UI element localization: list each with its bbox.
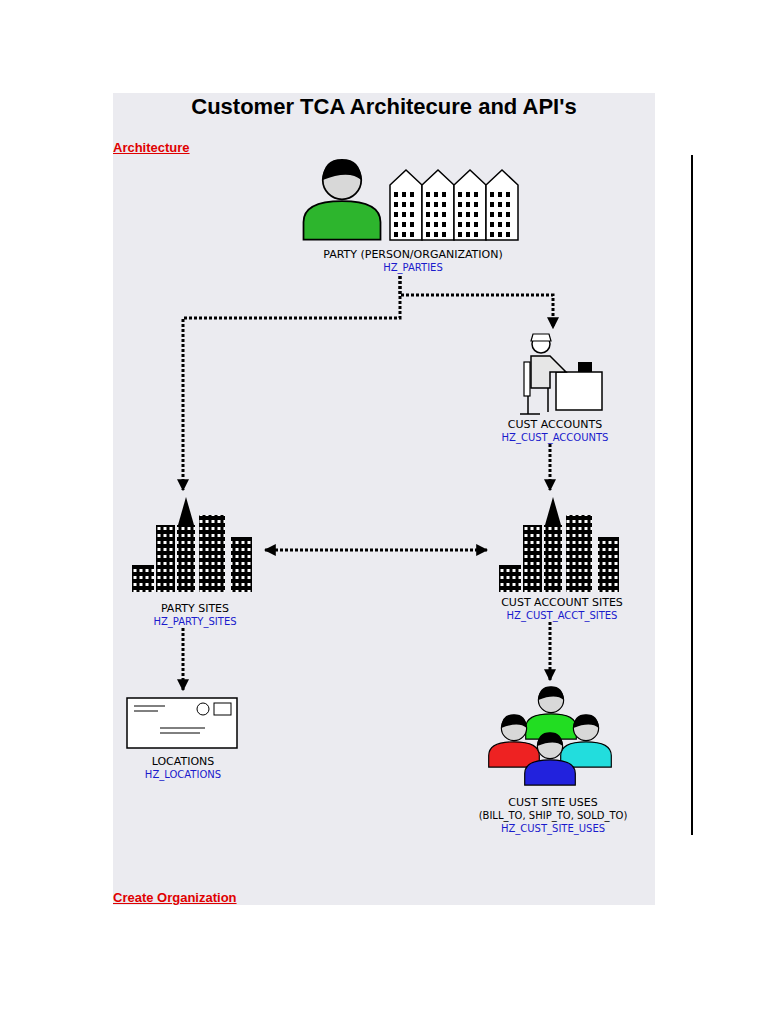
person-icon [561, 714, 612, 767]
table-name: HZ_PARTY_SITES [153, 615, 236, 628]
entity-node: PARTY SITESHZ_PARTY_SITES [125, 490, 265, 628]
diagram-title: Customer TCA Architecure and API's [113, 94, 655, 120]
envelope-icon [127, 698, 237, 748]
usage-note: (BILL_TO, SHIP_TO, SOLD_TO) [479, 809, 628, 822]
entity-node: CUST SITE USES(BILL_TO, SHIP_TO, SOLD_TO… [458, 680, 648, 835]
person-icon [526, 686, 577, 739]
clerk-icon [520, 334, 602, 414]
houses-icon [390, 170, 518, 240]
entity-name: CUST ACCOUNTS [508, 418, 602, 431]
entity-node: CUST ACCOUNT SITESHZ_CUST_ACCT_SITES [487, 490, 637, 622]
table-name: HZ_PARTIES [383, 261, 443, 274]
table-name: HZ_CUST_ACCT_SITES [507, 609, 618, 622]
entity-name: LOCATIONS [152, 755, 215, 768]
person-icon [304, 159, 381, 240]
dotted-arrow [549, 622, 552, 680]
table-name: HZ_LOCATIONS [145, 768, 221, 781]
table-name: HZ_CUST_SITE_USES [501, 822, 605, 835]
entity-node: CUST ACCOUNTSHZ_CUST_ACCOUNTS [480, 328, 630, 444]
entity-name: PARTY SITES [161, 602, 229, 615]
page-rule [691, 155, 693, 835]
person-icon [489, 714, 540, 767]
dotted-arrow [400, 276, 553, 328]
dotted-arrow [183, 276, 400, 490]
entity-name: CUST SITE USES [508, 796, 597, 809]
entity-name: CUST ACCOUNT SITES [501, 596, 623, 609]
entity-node: LOCATIONSHZ_LOCATIONS [118, 690, 248, 781]
table-name: HZ_CUST_ACCOUNTS [502, 431, 609, 444]
dotted-arrow [549, 444, 552, 490]
section-link: Architecture [113, 140, 190, 155]
party-sites-skyline [132, 497, 252, 592]
section-link: Create Organization [113, 890, 237, 905]
entity-name: PARTY (PERSON/ORGANIZATION) [323, 248, 503, 261]
dotted-arrow [182, 628, 185, 690]
person-icon [525, 732, 576, 785]
dotted-arrow [265, 549, 487, 552]
account-sites-skyline [499, 497, 619, 592]
entity-node: PARTY (PERSON/ORGANIZATION)HZ_PARTIES [300, 152, 526, 276]
